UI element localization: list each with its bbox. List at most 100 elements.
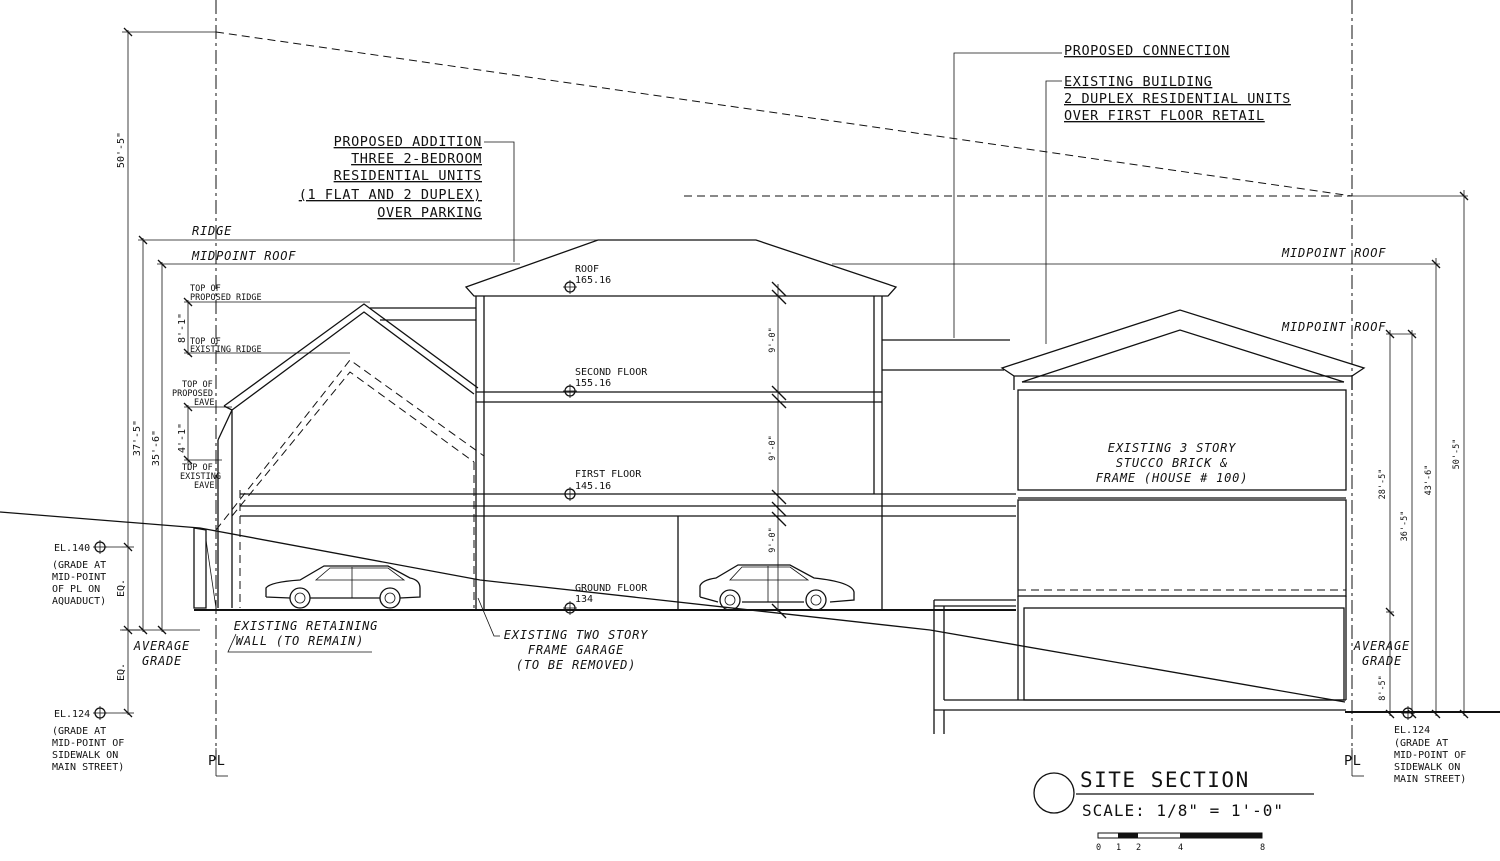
dim-left-overall: 50'-5" [116, 132, 127, 168]
midpoint-roof-label-left: MIDPOINT ROOF [191, 249, 296, 263]
average-grade-left-2: GRADE [142, 654, 182, 668]
floor-second-name: SECOND FLOOR [575, 367, 648, 378]
dim-right-b: 36'-5" [1400, 511, 1410, 542]
drawing-scale: SCALE: 1/8" = 1'-0" [1082, 801, 1284, 820]
el-right-lower-note4: MAIN STREET) [1394, 774, 1466, 785]
dim-right-d: 50'-5" [1452, 439, 1462, 470]
top-proposed-eave-1: TOP OF [182, 380, 213, 390]
right-dimensions: 28'-5" 36'-5" 43'-6" 50'-5" 8'-5" [1352, 190, 1469, 719]
connection-callout: PROPOSED CONNECTION EXISTING BUILDING 2 … [1064, 43, 1291, 124]
site-notes: EXISTING RETAINING WALL (TO REMAIN) EXIS… [133, 619, 1410, 672]
floor-ground-name: GROUND FLOOR [575, 583, 648, 594]
floor-markers: ROOF 165.16 SECOND FLOOR 155.16 FIRST FL… [563, 264, 648, 615]
floor-height-dims: 9'-0" 9'-0" 9'-0" [768, 281, 787, 619]
floor-ground-elev: 134 [575, 594, 593, 605]
dim-eq-upper: EQ. [116, 579, 127, 597]
first-floor-marker: FIRST FLOOR 145.16 [563, 469, 642, 501]
dim-right-a: 28'-5" [1378, 469, 1388, 500]
floor-first-name: FIRST FLOOR [575, 469, 642, 480]
retaining-wall-line1: EXISTING RETAINING [234, 619, 378, 633]
floor-roof-name: ROOF [575, 264, 599, 275]
el-left-upper-note2: MID-POINT [52, 572, 106, 583]
title-block: SITE SECTION SCALE: 1/8" = 1'-0" 0 1 2 4… [1033, 768, 1314, 853]
second-floor-marker: SECOND FLOOR 155.16 [563, 367, 648, 398]
left-dimensions: 50'-5" 37'-5" 35'-6" 8'-1" 4'-1" EQ. EQ. [116, 27, 1440, 718]
elevation-left-upper: EL.140 (GRADE AT MID-POINT OF PL ON AQUA… [52, 540, 122, 607]
section-symbol [1033, 772, 1075, 814]
existing-building-line1: EXISTING BUILDING [1064, 74, 1212, 90]
average-grade-left-1: AVERAGE [133, 639, 190, 653]
level-labels: RIDGE MIDPOINT ROOF TOP OF PROPOSED RIDG… [172, 224, 1386, 491]
average-grade-right-2: GRADE [1362, 654, 1402, 668]
car-icon [265, 565, 421, 609]
pl-label-left: PL [208, 753, 225, 769]
existing-garage [193, 359, 485, 609]
el-left-lower-note2: MID-POINT OF [52, 738, 124, 749]
el-right-lower-label: EL.124 [1394, 725, 1430, 736]
callout-leaders [227, 52, 1062, 653]
ridge-label: RIDGE [192, 224, 232, 238]
existing-building-line3: OVER FIRST FLOOR RETAIL [1064, 108, 1265, 124]
elevation-right-lower: EL.124 (GRADE AT MID-POINT OF SIDEWALK O… [1394, 706, 1466, 785]
garage-line2: FRAME GARAGE [528, 643, 624, 657]
el-left-lower-note1: (GRADE AT [52, 726, 106, 737]
floor-second-elev: 155.16 [575, 378, 611, 389]
scale-tick-1: 1 [1116, 843, 1121, 853]
existing-3-story-line2: STUCCO BRICK & [1116, 456, 1228, 470]
scale-bar: 0 1 2 4 8 [1096, 832, 1265, 853]
top-existing-eave-3: EAVE [194, 481, 214, 491]
ground-floor-marker: GROUND FLOOR 134 [563, 583, 648, 615]
garage-line3: (TO BE REMOVED) [516, 658, 636, 672]
roof-marker: ROOF 165.16 [563, 264, 611, 294]
dim-left-ridge: 37'-5" [132, 420, 143, 456]
dim-ridge-diff: 8'-1" [177, 313, 188, 343]
proposed-addition-line2: THREE 2-BEDROOM [351, 151, 482, 167]
proposed-addition-line1: PROPOSED ADDITION [334, 134, 482, 150]
dim-left-midpoint: 35'-6" [151, 430, 162, 466]
el-left-lower-note4: MAIN STREET) [52, 762, 124, 773]
proposed-addition-callout: PROPOSED ADDITION THREE 2-BEDROOM RESIDE… [299, 134, 482, 221]
grade-line [0, 511, 1500, 713]
elevation-left-lower: EL.124 (GRADE AT MID-POINT OF SIDEWALK O… [52, 706, 124, 773]
top-existing-eave-1: TOP OF [182, 463, 213, 473]
midpoint-roof-label-right-1: MIDPOINT ROOF [1281, 246, 1386, 260]
top-existing-eave-2: EXISTING [180, 472, 221, 482]
el-right-lower-note2: MID-POINT OF [1394, 750, 1466, 761]
floor-height-lower: 9'-0" [768, 527, 778, 553]
top-proposed-eave-2: PROPOSED [172, 389, 213, 399]
top-proposed-eave-3: EAVE [194, 398, 214, 408]
scale-tick-2: 2 [1136, 843, 1141, 853]
dim-eave-diff: 4'-1" [177, 423, 188, 453]
el-left-lower-note3: SIDEWALK ON [52, 750, 118, 761]
el-left-upper-label: EL.140 [54, 543, 90, 554]
top-proposed-ridge-1: TOP OF [190, 284, 221, 294]
top-proposed-ridge-2: PROPOSED RIDGE [190, 293, 262, 303]
el-left-upper-note3: OF PL ON [52, 584, 100, 595]
el-right-lower-note1: (GRADE AT [1394, 738, 1448, 749]
existing-building: EXISTING 3 STORY STUCCO BRICK & FRAME (H… [933, 309, 1366, 734]
retaining-wall-line2: WALL (TO REMAIN) [236, 634, 364, 648]
floor-roof-elev: 165.16 [575, 275, 611, 286]
scale-tick-8: 8 [1260, 843, 1265, 853]
existing-3-story-line3: FRAME (HOUSE # 100) [1096, 471, 1248, 485]
el-left-upper-note1: (GRADE AT [52, 560, 106, 571]
existing-building-line2: 2 DUPLEX RESIDENTIAL UNITS [1064, 91, 1291, 107]
dim-eq-lower: EQ. [116, 663, 127, 681]
average-grade-right-1: AVERAGE [1353, 639, 1410, 653]
proposed-connection: PROPOSED CONNECTION [1064, 43, 1230, 59]
el-left-lower-label: EL.124 [54, 709, 90, 720]
existing-3-story-line1: EXISTING 3 STORY [1108, 441, 1236, 455]
property-lines: PL PL [208, 0, 1364, 777]
top-existing-ridge-1: TOP OF [190, 337, 221, 347]
scale-tick-4: 4 [1178, 843, 1183, 853]
proposed-addition-line3: RESIDENTIAL UNITS [334, 168, 482, 184]
proposed-addition [194, 239, 1016, 611]
height-envelope [215, 31, 1353, 197]
el-right-lower-note3: SIDEWALK ON [1394, 762, 1460, 773]
car-icon [699, 564, 855, 611]
proposed-addition-line4: (1 FLAT AND 2 DUPLEX) [299, 187, 482, 203]
el-left-upper-note4: AQUADUCT) [52, 596, 106, 607]
scale-tick-0: 0 [1096, 843, 1101, 853]
pl-label-right: PL [1344, 753, 1361, 769]
